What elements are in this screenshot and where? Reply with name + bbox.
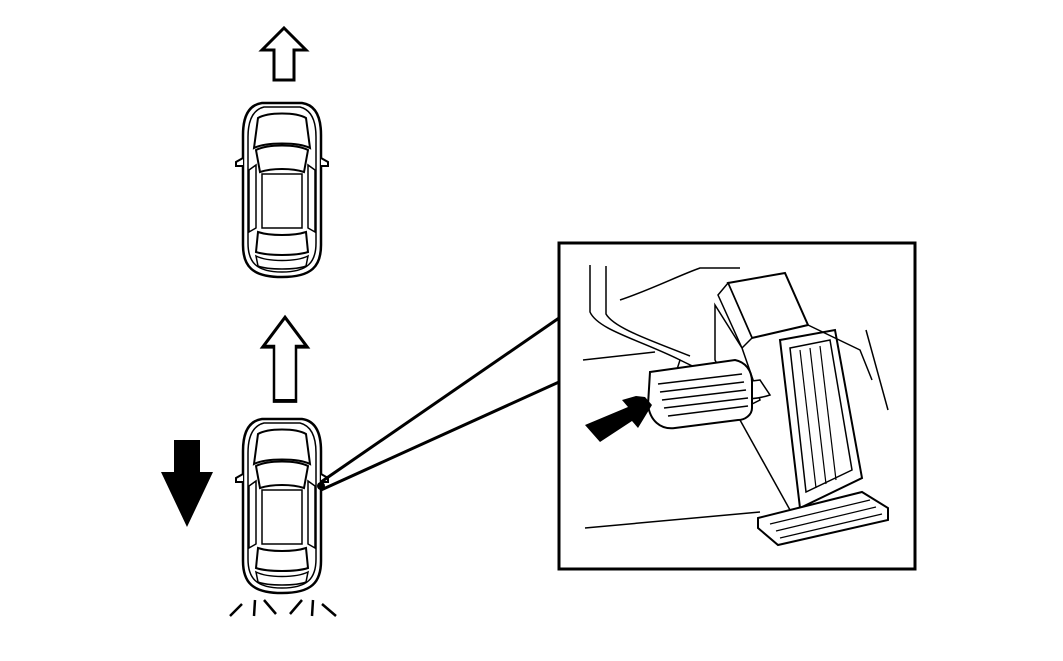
callout-line-lower — [320, 380, 560, 492]
top-hollow-up-arrow — [260, 26, 308, 82]
top-vehicle — [234, 101, 330, 279]
brake-light-rays — [229, 599, 337, 617]
pedal-press-arrow — [585, 396, 652, 442]
brake-pedal-inset — [557, 241, 917, 571]
bottom-hollow-up-arrow — [259, 314, 311, 403]
solid-down-arrow — [161, 440, 213, 527]
bottom-vehicle — [234, 417, 330, 595]
callout-origin — [317, 482, 325, 490]
callout-line-upper — [320, 316, 560, 484]
